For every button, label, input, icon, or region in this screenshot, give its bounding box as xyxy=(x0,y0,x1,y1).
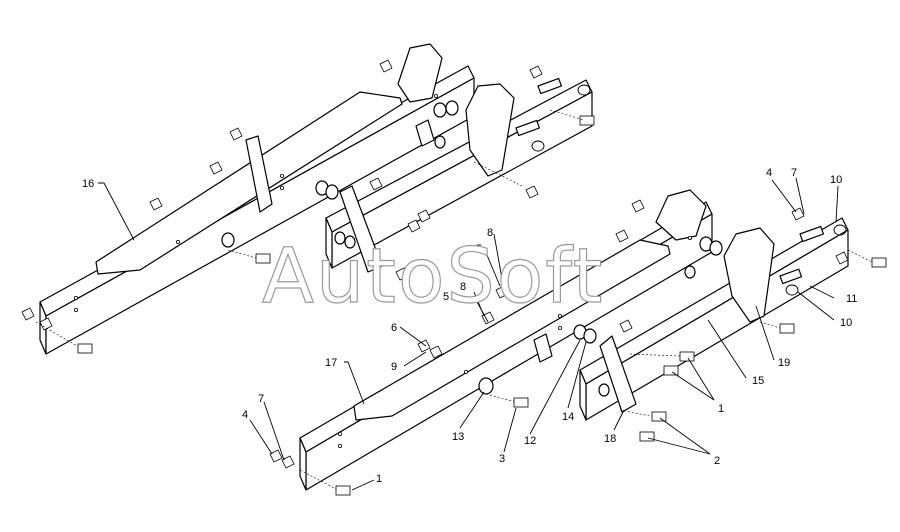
callout-9: 9 xyxy=(391,361,397,373)
callout-1b: 1 xyxy=(718,403,724,415)
callout-7a: 7 xyxy=(258,393,264,405)
step-plate-17 xyxy=(353,239,671,421)
upper-assembly xyxy=(21,43,595,355)
step-plate-16 xyxy=(95,91,403,275)
callout-5a: 5 xyxy=(443,291,449,303)
callout-10a: 10 xyxy=(840,317,852,329)
callout-12: 12 xyxy=(524,435,536,447)
bracket-plate-18 xyxy=(599,335,637,413)
callout-14: 14 xyxy=(562,411,574,423)
callout-15: 15 xyxy=(752,375,764,387)
callout-8a: 8 xyxy=(460,281,466,293)
small-bracket-c xyxy=(415,119,435,147)
callout-1a: 1 xyxy=(376,473,382,485)
callout-17: 17 xyxy=(325,357,337,369)
watermark: AutoSoft xyxy=(262,231,604,320)
callout-3: 3 xyxy=(499,453,505,465)
callout-11: 11 xyxy=(846,293,857,305)
bracket-plate-c xyxy=(655,189,707,241)
callout-5b: 5 xyxy=(476,243,482,255)
small-bracket-a xyxy=(245,135,273,213)
callout-4a: 4 xyxy=(242,409,248,421)
callout-4b: 4 xyxy=(766,167,772,179)
callout-6: 6 xyxy=(391,322,397,334)
callout-8b: 8 xyxy=(487,227,493,239)
callout-19: 19 xyxy=(778,357,790,369)
leader-lines xyxy=(98,177,839,491)
callout-7b: 7 xyxy=(791,167,797,179)
bracket-plate-a xyxy=(397,43,443,103)
bracket-plate-19 xyxy=(723,227,775,323)
callout-16: 16 xyxy=(82,178,94,190)
lower-assembly xyxy=(269,189,887,496)
small-bracket-d xyxy=(533,333,553,363)
callout-10b: 10 xyxy=(830,174,842,186)
callout-18: 18 xyxy=(604,433,616,445)
callout-labels: 16 17 6 9 5 8 5 8 13 3 12 14 18 7 4 1 1 … xyxy=(82,167,857,485)
callout-2: 2 xyxy=(714,455,720,467)
bracket-plate-b xyxy=(465,83,515,177)
small-bracket-b xyxy=(339,185,383,273)
callout-13: 13 xyxy=(452,431,464,443)
